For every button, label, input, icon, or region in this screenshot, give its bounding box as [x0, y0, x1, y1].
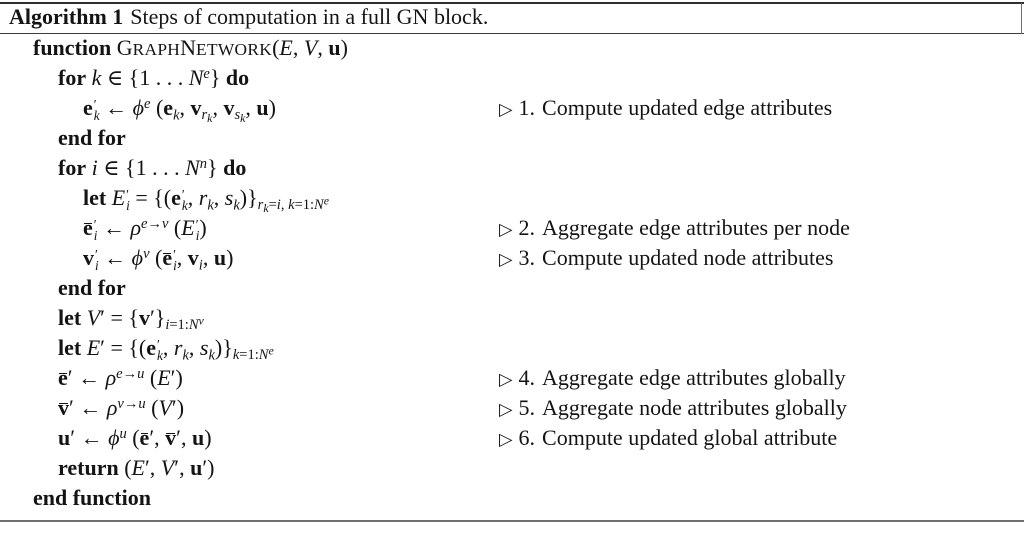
code-line: end for: [0, 273, 1024, 303]
code-line: e′k ← ϕe (ek, vrk, vsk, u) ▷1.Compute upd…: [0, 93, 1024, 126]
line-math: return (E′, V′, u′): [58, 455, 215, 480]
algorithm-title-label: Algorithm 1: [9, 4, 124, 29]
line-math: let V′ = {v′}i=1:Nv: [58, 305, 204, 334]
line-math: let E′i = {(e′k, rk, sk)}rk=i, k=1:Ne: [83, 185, 330, 216]
line-math: e′i ← ρe→v (E′i): [83, 215, 207, 243]
comment-text: Compute updated edge attributes: [542, 95, 833, 120]
code-line: e′ ← ρe→u (E′) ▷4.Aggregate edge attribut…: [0, 363, 1024, 393]
code-line: v′i ← ϕv (e′i, vi, u) ▷3.Compute updated …: [0, 243, 1024, 273]
code-line: function GRAPHNETWORK(E, V, u): [0, 33, 1024, 63]
top-rule: [0, 2, 1024, 4]
code-line: u′ ← ϕu (e′, v′, u) ▷6.Compute updated gl…: [0, 423, 1024, 453]
comment-number: 1.: [518, 95, 536, 120]
comment-text: Compute updated global attribute: [542, 425, 838, 450]
algorithm-title-caption: Steps of computation in a full GN block.: [130, 4, 489, 29]
comment-text: Compute updated node attributes: [542, 245, 834, 270]
line-math: e′ ← ρe→u (E′): [58, 365, 183, 390]
comment-number: 3.: [518, 245, 536, 270]
comment-marker-icon: ▷: [499, 249, 513, 269]
line-math: let E′ = {(e′k, rk, sk)}k=1:Ne: [58, 335, 274, 364]
comment-number: 4.: [518, 365, 536, 390]
line-math: u′ ← ϕu (e′, v′, u): [58, 425, 212, 450]
comment-number: 5.: [518, 395, 536, 420]
code-line: for i ∈ {1 . . . Nn} do: [0, 153, 1024, 183]
line-comment: ▷4.Aggregate edge attributes globally: [499, 363, 846, 394]
right-edge-rule: [1021, 3, 1022, 34]
line-math: v′ ← ρv→u (V′): [58, 395, 185, 420]
line-comment: ▷5.Aggregate node attributes globally: [499, 393, 847, 424]
code-line: end for: [0, 123, 1024, 153]
line-math: e′k ← ϕe (ek, vrk, vsk, u): [83, 95, 276, 126]
line-comment: ▷2.Aggregate edge attributes per node: [499, 213, 850, 244]
comment-text: Aggregate edge attributes per node: [542, 215, 850, 240]
comment-marker-icon: ▷: [499, 99, 513, 119]
comment-number: 2.: [518, 215, 536, 240]
code-line: for k ∈ {1 . . . Ne} do: [0, 63, 1024, 93]
code-line: e′i ← ρe→v (E′i) ▷2.Aggregate edge attrib…: [0, 213, 1024, 243]
header-rule: [0, 33, 1024, 34]
line-math: for k ∈ {1 . . . Ne} do: [58, 65, 250, 90]
line-comment: ▷1.Compute updated edge attributes: [499, 93, 832, 124]
bottom-rule: [0, 520, 1024, 522]
code-line: return (E′, V′, u′): [0, 453, 1024, 483]
code-line: end function: [0, 483, 1024, 513]
code-line: let E′i = {(e′k, rk, sk)}rk=i, k=1:Ne: [0, 183, 1024, 216]
code-line: let E′ = {(e′k, rk, sk)}k=1:Ne: [0, 333, 1024, 363]
algorithm-body: function GRAPHNETWORK(E, V, u) for k ∈ {1…: [0, 33, 1024, 513]
line-math: v′i ← ϕv (e′i, vi, u): [83, 245, 234, 274]
line-comment: ▷3.Compute updated node attributes: [499, 243, 833, 274]
comment-number: 6.: [518, 425, 536, 450]
comment-marker-icon: ▷: [499, 219, 513, 239]
comment-text: Aggregate node attributes globally: [542, 395, 847, 420]
comment-marker-icon: ▷: [499, 399, 513, 419]
line-math: end function: [33, 485, 151, 510]
code-line: v′ ← ρv→u (V′) ▷5.Aggregate node attribut…: [0, 393, 1024, 423]
comment-marker-icon: ▷: [499, 369, 513, 389]
line-math: function GRAPHNETWORK(E, V, u): [33, 35, 348, 60]
code-line: let V′ = {v′}i=1:Nv: [0, 303, 1024, 333]
line-comment: ▷6.Compute updated global attribute: [499, 423, 837, 454]
line-math: end for: [58, 275, 126, 300]
line-math: for i ∈ {1 . . . Nn} do: [58, 155, 247, 180]
comment-text: Aggregate edge attributes globally: [542, 365, 846, 390]
comment-marker-icon: ▷: [499, 429, 513, 449]
line-math: end for: [58, 125, 126, 150]
